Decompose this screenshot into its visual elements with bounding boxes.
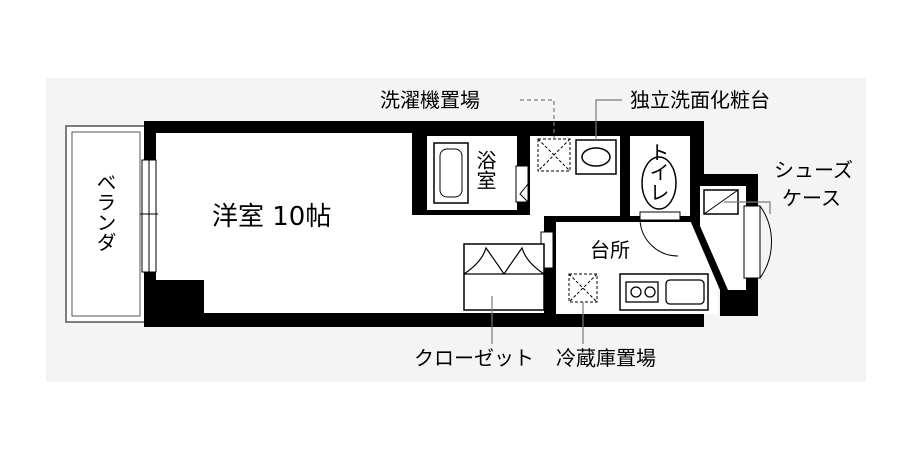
veranda-inner (71, 131, 141, 317)
callout-shoe-case-line1: シューズ (774, 158, 853, 182)
corner-column (156, 280, 204, 314)
bath-door-fold (519, 183, 529, 203)
closet-door-swing-left (463, 246, 505, 275)
callout-fridge: 冷蔵庫置場 (556, 346, 656, 370)
closet (463, 243, 545, 311)
bathtub-inner (439, 148, 463, 198)
room-label-bath: 浴室 (473, 150, 497, 190)
veranda-outline (65, 125, 147, 323)
shoe-case-diagonal (703, 189, 739, 215)
callout-shoe-case-line2: ケース (782, 186, 841, 210)
vanity-sink (581, 147, 611, 167)
callout-vanity: 独立洗面化粧台 (630, 88, 770, 112)
room-label-toilet: トイレ (646, 142, 670, 202)
shoe-case-leader (724, 201, 771, 214)
toilet-door-swing (639, 219, 679, 257)
toilet-door-leaf (639, 211, 681, 221)
kitchen-sink (665, 279, 705, 305)
stove (625, 281, 659, 303)
room-label-veranda: ベランダ (93, 172, 117, 252)
callout-closet: クローゼット (414, 346, 534, 370)
vanity-leader (595, 99, 622, 140)
closet-door-swing-right (503, 246, 545, 275)
washer-area (537, 138, 571, 172)
room-label-kitchen: 台所 (590, 238, 630, 262)
callout-washer: 洗濯機置場 (380, 88, 480, 112)
room-label-western: 洋室 10帖 (212, 202, 332, 232)
stove-burner-left (630, 286, 642, 298)
stove-burner-right (644, 286, 656, 298)
fridge-x-2 (568, 273, 598, 303)
entrance-door-swing (759, 205, 773, 279)
washer-leader (520, 99, 555, 138)
washer-x-2 (537, 138, 571, 172)
entrance-door-leaf (743, 205, 761, 279)
fridge-x-1 (568, 273, 598, 303)
toilet-bowl (641, 156, 677, 210)
bathtub (433, 142, 469, 204)
